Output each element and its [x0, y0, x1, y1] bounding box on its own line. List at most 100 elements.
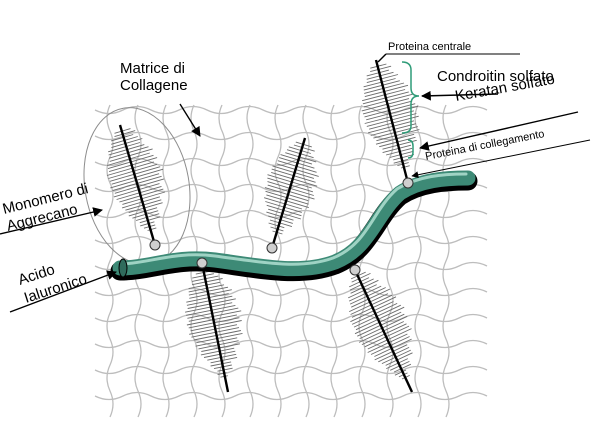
glycosaminoglycan-chain	[367, 333, 408, 353]
glycosaminoglycan-chain	[185, 302, 233, 313]
aggrecan-monomer	[361, 59, 420, 184]
glycosaminoglycan-chain	[139, 216, 161, 224]
glycosaminoglycan-chain	[192, 273, 214, 279]
arrow-condroitin	[421, 90, 499, 101]
glycosaminoglycan-chain	[121, 196, 161, 209]
core-protein	[270, 137, 307, 249]
glycosaminoglycan-chain	[366, 69, 390, 77]
glycosaminoglycan-chain	[263, 197, 303, 210]
glycosaminoglycan-chain	[109, 148, 153, 162]
link-protein-beads	[149, 177, 414, 276]
aggrecan-monomer	[106, 124, 166, 246]
glycosaminoglycan-chain	[195, 337, 238, 347]
aggrecan-monomers	[106, 59, 420, 393]
glycosaminoglycan-chain	[363, 78, 396, 88]
label-condroitin-solfato: Condroitin solfato	[437, 68, 554, 85]
glycosaminoglycan-chain	[393, 154, 415, 161]
glycosaminoglycan-chain	[350, 279, 379, 294]
collagen-fiber	[94, 365, 488, 375]
glycosaminoglycan-chain	[366, 74, 399, 84]
glycosaminoglycan-chain	[363, 93, 413, 108]
glycosaminoglycan-chain	[293, 144, 315, 152]
glycosaminoglycan-chain	[351, 288, 391, 308]
core-protein	[200, 262, 230, 393]
glycosaminoglycan-chain	[386, 358, 408, 370]
collagen-fiber	[94, 131, 488, 141]
glycosaminoglycan-chain	[355, 306, 405, 331]
collagen-fiber	[94, 339, 488, 349]
glycosaminoglycan-chain	[271, 171, 318, 187]
chondroitin-brace	[401, 61, 420, 134]
glycosaminoglycan-chain	[122, 191, 166, 205]
label-proteina-centrale: Proteina centrale	[388, 41, 471, 53]
arrow-proteina-collegamento	[411, 139, 591, 179]
glycosaminoglycan-chain	[385, 352, 413, 366]
label-matrice-line2: Collagene	[120, 77, 188, 94]
glycosaminoglycan-chain	[210, 356, 238, 364]
glycosaminoglycan-chain	[374, 344, 408, 361]
glycosaminoglycan-chain	[113, 183, 160, 198]
glycosaminoglycan-chain	[217, 367, 233, 372]
keratan-brace	[407, 139, 414, 159]
core-protein	[374, 59, 410, 184]
glycosaminoglycan-chain	[106, 152, 150, 166]
glycosaminoglycan-chain	[351, 272, 371, 283]
glycosaminoglycan-chain	[288, 146, 311, 154]
glycosaminoglycan-chain	[400, 165, 410, 169]
glycosaminoglycan-chain	[351, 296, 397, 318]
collagen-fiber	[94, 313, 488, 323]
collagen-fiber	[94, 287, 488, 297]
glycosaminoglycan-chain	[268, 222, 285, 229]
glycosaminoglycan-chain	[375, 133, 415, 145]
glycosaminoglycan-chain	[364, 110, 415, 124]
glycosaminoglycan-chain	[269, 219, 293, 228]
glycosaminoglycan-chain	[108, 157, 158, 173]
glycosaminoglycan-chain	[361, 89, 406, 102]
glycosaminoglycan-chain	[367, 328, 412, 350]
glycosaminoglycan-chain	[350, 301, 394, 323]
glycosaminoglycan-chain	[358, 321, 404, 343]
glycosaminoglycan-chain	[361, 98, 410, 112]
glycosaminoglycan-chain	[272, 165, 315, 179]
aggrecan-monomer	[185, 262, 243, 393]
glycosaminoglycan-chain	[114, 178, 165, 194]
glycosaminoglycan-chain	[111, 168, 164, 185]
collagen-fiber	[386, 104, 394, 418]
glycosaminoglycan-chain	[382, 144, 412, 154]
glycosaminoglycan-chain	[186, 314, 237, 326]
arrow-acido	[9, 270, 117, 313]
glycosaminoglycan-chain	[393, 158, 409, 164]
glycosaminoglycan-chain	[280, 154, 313, 165]
aggrecan-monomer	[263, 137, 319, 249]
glycosaminoglycan-chain	[189, 289, 232, 299]
pointer-lines	[0, 53, 591, 313]
aggrecan-monomer	[348, 269, 414, 393]
glycosaminoglycan-chain	[188, 310, 242, 322]
glycosaminoglycan-chain	[110, 173, 160, 189]
core-protein	[353, 269, 414, 393]
glycosaminoglycan-chain	[367, 120, 415, 134]
collagen-fiber	[106, 104, 114, 418]
glycosaminoglycan-chain	[210, 361, 232, 367]
arrow-matrice	[179, 103, 201, 137]
glycosaminoglycan-chain	[276, 163, 319, 177]
arrow-monomero	[0, 207, 103, 235]
arrow-proteina-centrale	[377, 53, 387, 63]
glycosaminoglycan-chain	[285, 152, 317, 163]
glycosaminoglycan-chain	[140, 221, 155, 227]
glycosaminoglycan-chain	[128, 207, 158, 217]
glycosaminoglycan-chain	[266, 211, 294, 221]
collagen-fiber	[94, 157, 488, 167]
collagen-fiber	[358, 104, 366, 418]
glycosaminoglycan-chain	[394, 369, 407, 376]
glycosaminoglycan-chain	[364, 84, 409, 98]
glycosaminoglycan-chain	[393, 363, 412, 373]
glycosaminoglycan-chain	[374, 338, 412, 357]
glycosaminoglycan-chain	[201, 343, 240, 352]
glycosaminoglycan-chain	[366, 105, 419, 121]
glycosaminoglycan-chain	[196, 332, 243, 344]
glycosaminoglycan-chain	[114, 130, 136, 138]
glycosaminoglycan-chain	[187, 298, 236, 309]
glycosaminoglycan-chain	[370, 65, 392, 73]
